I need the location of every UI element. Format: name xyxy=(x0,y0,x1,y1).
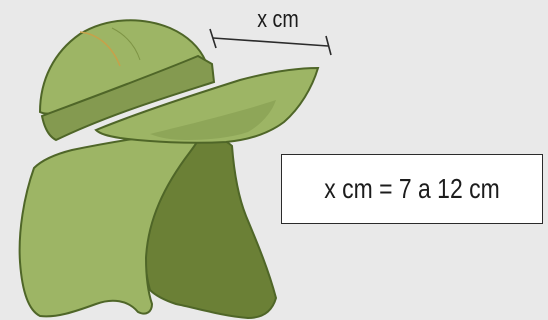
dimension-tick-right xyxy=(325,35,332,56)
formula-box: x cm = 7 a 12 cm xyxy=(281,154,543,224)
dimension-label: x cm xyxy=(257,6,299,33)
crown-seam xyxy=(79,31,121,67)
dimension-line xyxy=(212,37,329,47)
brim-underside xyxy=(150,100,276,140)
formula-text: x cm = 7 a 12 cm xyxy=(324,173,500,204)
dimension-marker xyxy=(209,28,332,56)
hat-band xyxy=(40,54,216,142)
crown-seam-2 xyxy=(111,27,141,61)
dimension-tick-left xyxy=(209,28,217,49)
hat-brim xyxy=(94,66,320,144)
